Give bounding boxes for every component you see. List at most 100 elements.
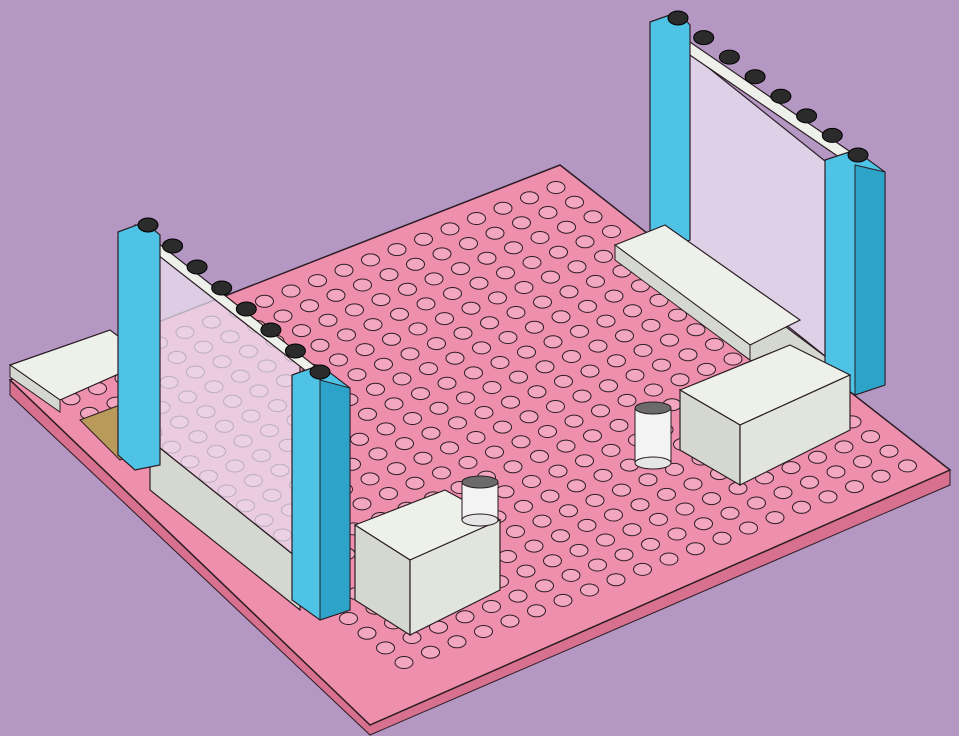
baseplate-stud — [552, 311, 570, 323]
baseplate-stud — [444, 288, 462, 300]
baseplate-stud — [417, 298, 435, 310]
baseplate-stud — [602, 444, 620, 456]
baseplate-stud — [544, 555, 562, 567]
baseplate-stud — [748, 497, 766, 509]
baseplate-stud — [459, 457, 477, 469]
baseplate-stud — [600, 380, 618, 392]
baseplate-stud — [550, 246, 568, 258]
baseplate-stud — [448, 636, 466, 648]
baseplate-stud — [494, 202, 512, 214]
baseplate-stud — [586, 494, 604, 506]
baseplate-stud — [327, 289, 345, 301]
baseplate-stud — [422, 646, 440, 658]
baseplate-stud — [412, 388, 430, 400]
baseplate-stud — [470, 277, 488, 289]
baseplate-stud — [354, 279, 372, 291]
baseplate-stud — [502, 396, 520, 408]
baseplate-stud — [533, 515, 551, 527]
baseplate-stud — [576, 236, 594, 248]
baseplate-stud — [401, 348, 419, 360]
baseplate-stud — [809, 451, 827, 463]
rail-stud — [187, 260, 207, 274]
baseplate-stud — [766, 512, 784, 524]
rail-stud — [310, 365, 330, 379]
baseplate-stud — [385, 398, 403, 410]
baseplate-stud — [581, 365, 599, 377]
baseplate-stud — [607, 574, 625, 586]
baseplate-stud — [597, 315, 615, 327]
baseplate-stud — [562, 569, 580, 581]
baseplate-stud — [425, 273, 443, 285]
baseplate-stud — [391, 308, 409, 320]
baseplate-stud — [671, 374, 689, 386]
baseplate-stud — [618, 394, 636, 406]
baseplate-stud — [330, 354, 348, 366]
rail-stud — [771, 89, 791, 103]
rail-stud — [745, 70, 765, 84]
baseplate-stud — [361, 473, 379, 485]
baseplate-stud — [713, 532, 731, 544]
baseplate-stud — [536, 580, 554, 592]
baseplate-stud — [338, 329, 356, 341]
baseplate-stud — [613, 484, 631, 496]
baseplate-stud — [568, 480, 586, 492]
baseplate-stud — [724, 353, 742, 365]
baseplate-stud — [509, 590, 527, 602]
baseplate-stud — [706, 338, 724, 350]
baseplate-stud — [377, 423, 395, 435]
baseplate-stud — [587, 275, 605, 287]
baseplate-stud — [547, 401, 565, 413]
baseplate-stud — [558, 221, 576, 233]
baseplate-stud — [282, 285, 300, 297]
baseplate-stud — [642, 319, 660, 331]
baseplate-stud — [256, 295, 274, 307]
baseplate-stud — [541, 490, 559, 502]
baseplate-stud — [626, 369, 644, 381]
baseplate-stud — [615, 549, 633, 561]
baseplate-stud — [610, 419, 628, 431]
baseplate-stud — [420, 363, 438, 375]
baseplate-stud — [684, 478, 702, 490]
baseplate-stud — [542, 271, 560, 283]
baseplate-stud — [854, 456, 872, 468]
baseplate-stud — [624, 305, 642, 317]
baseplate-stud — [430, 402, 448, 414]
baseplate-stud — [311, 339, 329, 351]
rail-stud — [694, 31, 714, 45]
baseplate-stud — [353, 498, 371, 510]
baseplate-stud — [499, 332, 517, 344]
baseplate-stud — [660, 553, 678, 565]
baseplate-stud — [499, 551, 517, 563]
baseplate-stud — [634, 344, 652, 356]
baseplate-stud — [441, 223, 459, 235]
round-piece-left — [462, 476, 498, 526]
baseplate-stud — [605, 509, 623, 521]
rail-stud — [138, 218, 158, 232]
baseplate-stud — [446, 352, 464, 364]
baseplate-stud — [631, 499, 649, 511]
baseplate-stud — [375, 358, 393, 370]
baseplate-stud — [396, 438, 414, 450]
baseplate-stud — [634, 563, 652, 575]
baseplate-stud — [433, 467, 451, 479]
baseplate-stud — [623, 524, 641, 536]
baseplate-stud — [560, 505, 578, 517]
baseplate-stud — [507, 307, 525, 319]
baseplate-stud — [274, 310, 292, 322]
baseplate-stud — [552, 530, 570, 542]
baseplate-stud — [578, 519, 596, 531]
baseplate-stud — [351, 433, 369, 445]
baseplate-stud — [483, 382, 501, 394]
baseplate-stud — [309, 275, 327, 287]
baseplate-stud — [367, 383, 385, 395]
baseplate-stud — [639, 474, 657, 486]
baseplate-stud — [571, 325, 589, 337]
baseplate-stud — [415, 233, 433, 245]
baseplate-stud — [512, 436, 530, 448]
baseplate-stud — [494, 421, 512, 433]
baseplate-stud — [595, 250, 613, 262]
baseplate-stud — [497, 267, 515, 279]
baseplate-stud — [642, 538, 660, 550]
baseplate-stud — [740, 522, 758, 534]
